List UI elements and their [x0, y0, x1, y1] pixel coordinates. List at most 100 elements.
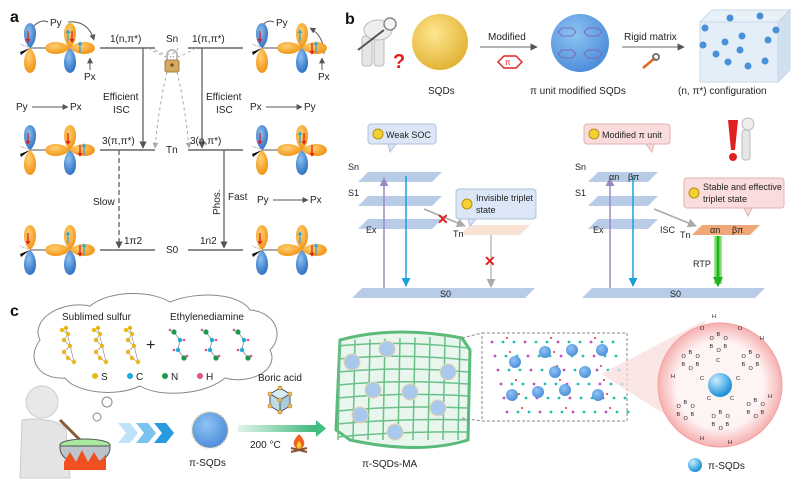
transition-bottom-right: Py Px: [257, 195, 322, 206]
embedded-sqd: [386, 423, 404, 441]
sulfur-chain: [123, 325, 141, 365]
orbital-set-1pi-pi: [251, 23, 327, 73]
svg-text:B: B: [749, 350, 753, 356]
level-label-3n-pi: 3(n,π*): [190, 136, 221, 147]
transition-br-to: Px: [310, 195, 322, 206]
plus-sign: +: [146, 337, 155, 354]
py-label-tr: Py: [276, 18, 288, 29]
legend-atom-label: C: [136, 372, 143, 383]
svg-text:B: B: [719, 410, 723, 416]
pi-modified-label: π unit modified SQDs: [530, 86, 626, 97]
svg-text:B: B: [726, 422, 730, 428]
alpha-label-tn: αn: [710, 225, 720, 235]
bubble-stable-line1: Stable and effective: [703, 182, 782, 192]
level-label-1n-pi: 1(n,π*): [110, 34, 141, 45]
temperature-label: 200 °C: [250, 440, 281, 451]
cube-dot: [761, 57, 769, 65]
bubble-modified-pi: Modified π unit: [583, 123, 671, 154]
svg-text:B: B: [761, 410, 765, 416]
central-pi-sqd: [708, 373, 732, 397]
plane-tn-left: [460, 225, 530, 235]
cube-dot: [712, 50, 720, 58]
svg-text:B: B: [696, 362, 700, 368]
svg-text:B: B: [717, 332, 721, 338]
isc-label-right-1: Efficient: [206, 92, 242, 103]
svg-text:π: π: [505, 58, 511, 67]
svg-text:O: O: [691, 404, 696, 410]
svg-text:O: O: [677, 404, 682, 410]
pi-sqds-ma-network: [334, 330, 472, 449]
lattice-sqd: [592, 389, 604, 401]
sqd-sphere: [412, 14, 468, 70]
legend-atom-dot: [197, 373, 203, 379]
svg-text:H: H: [768, 394, 772, 400]
svg-text:O: O: [756, 354, 761, 360]
boric-acid-cube-icon: [267, 385, 293, 415]
person-exclamation-icon: [728, 117, 755, 161]
label-sn-right: Sn: [575, 162, 586, 172]
svg-text:B: B: [724, 344, 728, 350]
svg-text:B: B: [691, 412, 695, 418]
legend-atom-label: N: [171, 372, 178, 383]
legend-atom-dot: [92, 373, 98, 379]
happy-face-icon-2: [688, 187, 700, 199]
embedded-sqd: [343, 353, 361, 371]
pi-modified-sqd-sphere: [551, 14, 609, 72]
thought-bubble-small: [101, 396, 113, 408]
embedded-sqd: [429, 399, 447, 417]
svg-text:O: O: [684, 416, 689, 422]
lattice-sqd: [579, 366, 591, 378]
bubble-weak-soc: Weak SOC: [367, 123, 437, 154]
svg-text:O: O: [749, 366, 754, 372]
isc-label-right-2: ISC: [216, 105, 233, 116]
sulfur-chain: [59, 325, 77, 365]
svg-text:C: C: [716, 358, 720, 364]
chevron-arrows: [118, 423, 174, 443]
svg-text:O: O: [747, 402, 752, 408]
orbital-set-3n-pi: [251, 125, 327, 175]
bubble-triplet-line1: Invisible triplet: [476, 193, 534, 203]
svg-text:H: H: [700, 436, 704, 442]
cube-dot: [699, 41, 707, 49]
svg-text:B: B: [689, 350, 693, 356]
forbidden-isc-right: [172, 47, 197, 149]
svg-text:C: C: [736, 376, 740, 382]
cube-dot: [736, 46, 744, 54]
lattice-sqd: [532, 386, 544, 398]
happy-face-icon: [588, 128, 600, 140]
energy-levels: [100, 47, 243, 251]
lattice-sqd: [566, 344, 578, 356]
wrench-icon: [642, 53, 660, 69]
sulfur-label: Sublimed sulfur: [62, 312, 132, 323]
level-label-1n2: 1n2: [200, 236, 217, 247]
label-sn-left: Sn: [348, 162, 359, 172]
svg-text:B: B: [742, 362, 746, 368]
bubble-stable-triplet: Stable and effective triplet state: [683, 177, 785, 218]
state-s0: S0: [166, 245, 179, 256]
rigid-label: Rigid matrix: [624, 32, 677, 43]
cross-icon-1: ✕: [437, 211, 449, 227]
lock-icon: [164, 49, 180, 73]
lattice-sqd: [596, 344, 608, 356]
svg-text:B: B: [756, 362, 760, 368]
forbidden-isc-left: [147, 47, 172, 149]
benzene-rings: [557, 27, 603, 59]
svg-text:B: B: [712, 422, 716, 428]
orbital-set-3pi-pi: [19, 125, 95, 175]
level-label-1pi2: 1π2: [124, 236, 142, 247]
svg-text:O: O: [761, 402, 766, 408]
svg-text:C: C: [707, 396, 711, 402]
px-label-tl: Px: [84, 72, 96, 83]
bubble-triplet-line2: state: [476, 205, 496, 215]
modified-label: Modified: [488, 32, 526, 43]
orbital-set-1pi2: [19, 225, 95, 275]
svg-text:O: O: [700, 326, 705, 332]
svg-text:O: O: [717, 348, 722, 354]
orbital-set-1n2: [251, 225, 327, 275]
svg-text:O: O: [726, 414, 731, 420]
bubble-invisible-triplet: Invisible triplet state: [455, 188, 537, 228]
svg-text:C: C: [730, 396, 734, 402]
